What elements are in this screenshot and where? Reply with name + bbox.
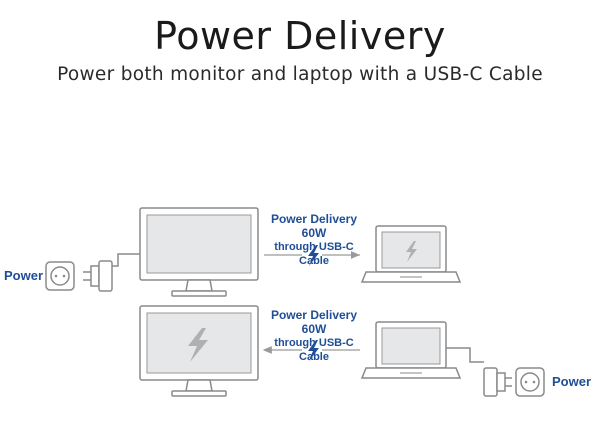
wall-socket-icon-left: [45, 261, 75, 291]
bottom-connection-title: Power Delivery 60W: [270, 308, 358, 336]
top-connection-title: Power Delivery 60W: [270, 212, 358, 240]
wall-socket-icon-right: [515, 367, 545, 397]
power-adapter-icon-right: [446, 347, 512, 397]
power-label-right: Power: [552, 374, 592, 389]
monitor-icon-top: [139, 207, 259, 297]
power-adapter-icon-left: [83, 253, 140, 292]
bottom-connection-subtitle: through USB-C Cable: [274, 337, 354, 363]
bolt-icon-top-cable: [308, 245, 319, 266]
page-title: Power Delivery: [154, 14, 446, 58]
power-label-left: Power: [4, 268, 44, 283]
bolt-icon-bottom-cable: [308, 340, 319, 361]
bolt-icon-monitor-screen: [188, 328, 208, 362]
laptop-icon-bottom: [360, 321, 462, 379]
page-subtitle: Power both monitor and laptop with a USB…: [57, 64, 543, 85]
bolt-icon-laptop-screen: [406, 241, 417, 262]
top-connection-subtitle: through USB-C Cable: [274, 241, 354, 267]
bottom-connection-label: Power Delivery 60W through USB-C Cable: [258, 308, 370, 364]
top-connection-label: Power Delivery 60W through USB-C Cable: [258, 212, 370, 268]
